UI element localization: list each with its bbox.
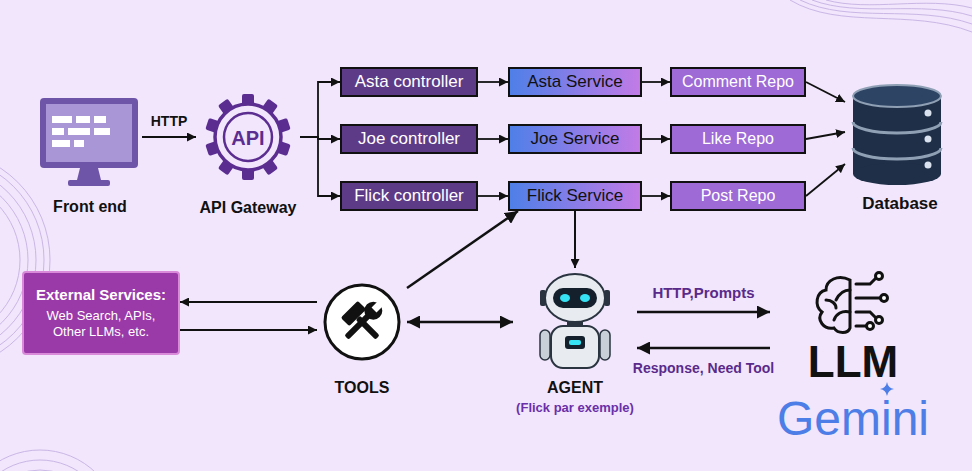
connector-arrow [642,138,670,140]
controller-box: Joe controller [340,124,478,154]
connector-arrow [642,195,670,197]
connector-arrow [407,321,513,324]
gateway-node: API API Gateway [196,90,300,220]
node-label: (Flick par exemple) [516,400,634,416]
monitor-icon [40,98,138,186]
node-label: Database [862,194,938,214]
agent-node: AGENT (Flick par exemple) [513,268,637,426]
llm-node: LLM Gemini [770,275,936,450]
node-label: Joe controller [358,129,460,149]
node-label: External Services: [36,286,166,304]
connector-arrow [806,132,845,139]
node-label: Asta controller [355,72,464,92]
connector-arrow [300,137,340,196]
controller-box: Flick controller [340,181,478,211]
node-label: Web Search, APIs, Other LLMs, etc. [32,308,170,339]
repo-box: Comment Repo [670,67,806,97]
repo-box: Like Repo [670,124,806,154]
node-label: Comment Repo [682,72,794,91]
node-label: Post Repo [701,186,776,205]
connector-arrow [478,195,508,197]
connector-arrow [637,347,770,350]
edge-label: HTTP [148,113,191,129]
service-box: Joe Service [508,124,642,154]
connector-arrow [180,301,317,303]
tools-icon [325,285,399,359]
connector-arrow [300,82,340,137]
edge-label: HTTP,Prompts [649,284,757,301]
node-label: Gemini [777,395,929,443]
node-label: Front end [53,197,127,216]
connector-arrow [478,81,508,83]
connector-arrow [180,329,317,331]
node-label: TOOLS [335,378,390,397]
controller-box: Asta controller [340,67,478,97]
edge-label: Response, Need Tool [630,360,777,376]
connector-arrow [574,211,576,268]
connector-arrow [806,164,845,196]
service-box: Asta Service [508,67,642,97]
connector-arrow [407,211,518,288]
external-box: External Services: Web Search, APIs, Othe… [22,271,180,355]
connector-arrow [142,136,196,138]
connector-arrow [637,311,770,314]
robot-icon [540,274,610,368]
frontend-node: Front end [38,95,142,220]
connector-arrow [642,81,670,83]
gear-icon [205,94,290,180]
node-label: Flick Service [527,186,623,206]
connector-arrow [806,82,845,102]
node-label: API Gateway [200,198,297,217]
node-label: Like Repo [702,129,774,148]
connector-arrow [478,138,508,140]
node-label: Flick controller [354,186,464,206]
node-label: Asta Service [527,72,622,92]
database-node: Database [845,82,955,214]
service-box: Flick Service [508,181,642,211]
node-label: LLM [808,340,898,384]
tools-node: TOOLS [317,282,407,400]
gemini-sparkle [880,382,894,396]
node-label: API [231,126,264,150]
node-label: AGENT [547,378,603,397]
node-label: Joe Service [531,129,620,149]
brain-icon [817,273,887,333]
repo-box: Post Repo [670,181,806,211]
database-icon [853,85,941,185]
